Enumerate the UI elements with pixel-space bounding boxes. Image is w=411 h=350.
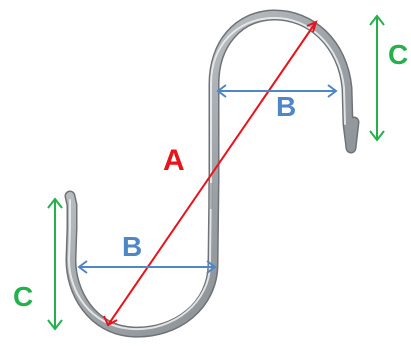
- arrowhead-icon: [369, 14, 385, 26]
- dimension-c-top-line: [369, 14, 385, 142]
- label-a: A: [163, 144, 185, 177]
- arrowhead-icon: [216, 84, 227, 98]
- dimension-a-line: [103, 20, 318, 327]
- arrowhead-icon: [327, 84, 338, 98]
- arrowhead-icon: [47, 197, 63, 209]
- arrowhead-icon: [47, 319, 63, 331]
- arrowhead-icon: [306, 20, 318, 33]
- label-b-top: B: [276, 91, 297, 122]
- arrowhead-icon: [103, 315, 118, 327]
- dimension-b-top-line: [216, 84, 338, 98]
- hook-highlight: [67, 16, 346, 331]
- arrowhead-icon: [77, 260, 88, 274]
- stamp-marking: [208, 183, 213, 209]
- arrowhead-icon: [369, 130, 385, 142]
- label-b-bottom: B: [122, 231, 143, 262]
- label-c-bottom: C: [13, 281, 34, 312]
- dimension-b-bottom-line: [77, 260, 217, 274]
- dimension-c-bottom-line: [47, 197, 63, 331]
- arrowhead-icon: [206, 260, 217, 274]
- label-c-top: C: [388, 39, 409, 70]
